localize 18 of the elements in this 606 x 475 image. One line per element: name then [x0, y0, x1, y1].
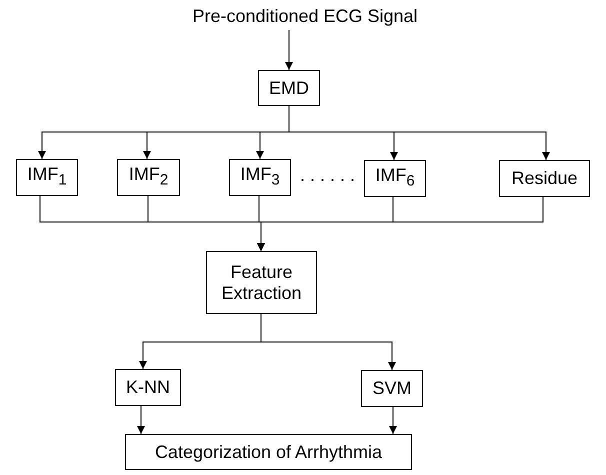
- process-box: Residue: [499, 160, 590, 197]
- arrow: [285, 30, 293, 70]
- arrow: [257, 196, 544, 252]
- process-box: EMD: [258, 70, 320, 106]
- arrow: [288, 106, 550, 160]
- process-box: IMF$_{3}$: [229, 159, 291, 196]
- process-box: Feature Extraction: [206, 251, 317, 314]
- process-box: IMF$_{6}$: [364, 160, 426, 197]
- arrow: [389, 406, 397, 434]
- process-box: IMF$_{1}$: [16, 159, 78, 196]
- arrow: [137, 406, 145, 434]
- arrow: [260, 314, 396, 370]
- process-box: SVM: [361, 370, 423, 407]
- ellipsis-text: . . . . . .: [300, 165, 356, 186]
- process-box: IMF$_{2}$: [117, 159, 180, 196]
- process-box: K-NN: [115, 369, 181, 406]
- process-box: Categorization of Arrhythmia: [125, 434, 412, 470]
- title-text: Pre-conditioned ECG Signal: [192, 6, 418, 26]
